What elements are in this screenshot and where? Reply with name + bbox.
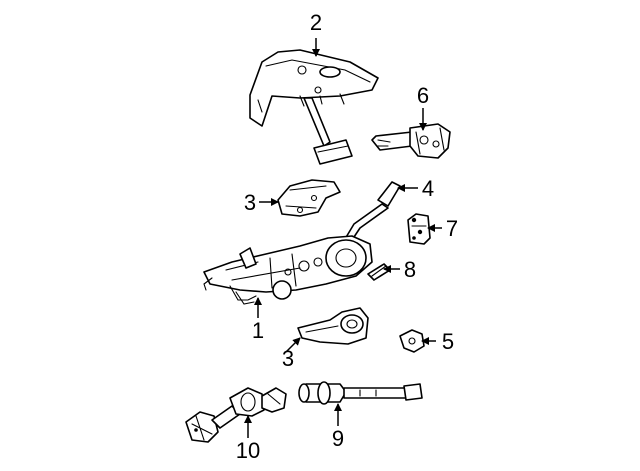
callout-10: 10	[236, 438, 260, 463]
upper-shroud-part	[277, 179, 341, 217]
lower-shroud-part	[297, 307, 369, 345]
steering-column-part	[203, 235, 373, 305]
callout-9: 9	[332, 426, 344, 451]
leader-lines	[244, 38, 442, 438]
universal-joint-part	[185, 387, 287, 443]
key-cylinder-part	[367, 263, 391, 281]
callout-8: 8	[404, 257, 416, 282]
callout-6: 6	[417, 83, 429, 108]
pedal-bracket-part	[249, 49, 379, 165]
callout-5: 5	[442, 329, 454, 354]
callout-1: 1	[252, 318, 264, 343]
callout-3-upper: 3	[244, 190, 256, 215]
leader-3-lower	[285, 337, 301, 353]
callout-4: 4	[422, 176, 434, 201]
ignition-switch-part	[407, 213, 431, 245]
intermediate-shaft-part	[298, 381, 423, 405]
callouts: 2 6 3 4 7 8 1 3 5 9 10	[236, 10, 458, 463]
lock-housing-part	[399, 329, 425, 353]
callout-2: 2	[310, 10, 322, 35]
callout-3-lower: 3	[282, 346, 294, 371]
multifunction-switch-part	[371, 123, 451, 159]
callout-7: 7	[446, 216, 458, 241]
